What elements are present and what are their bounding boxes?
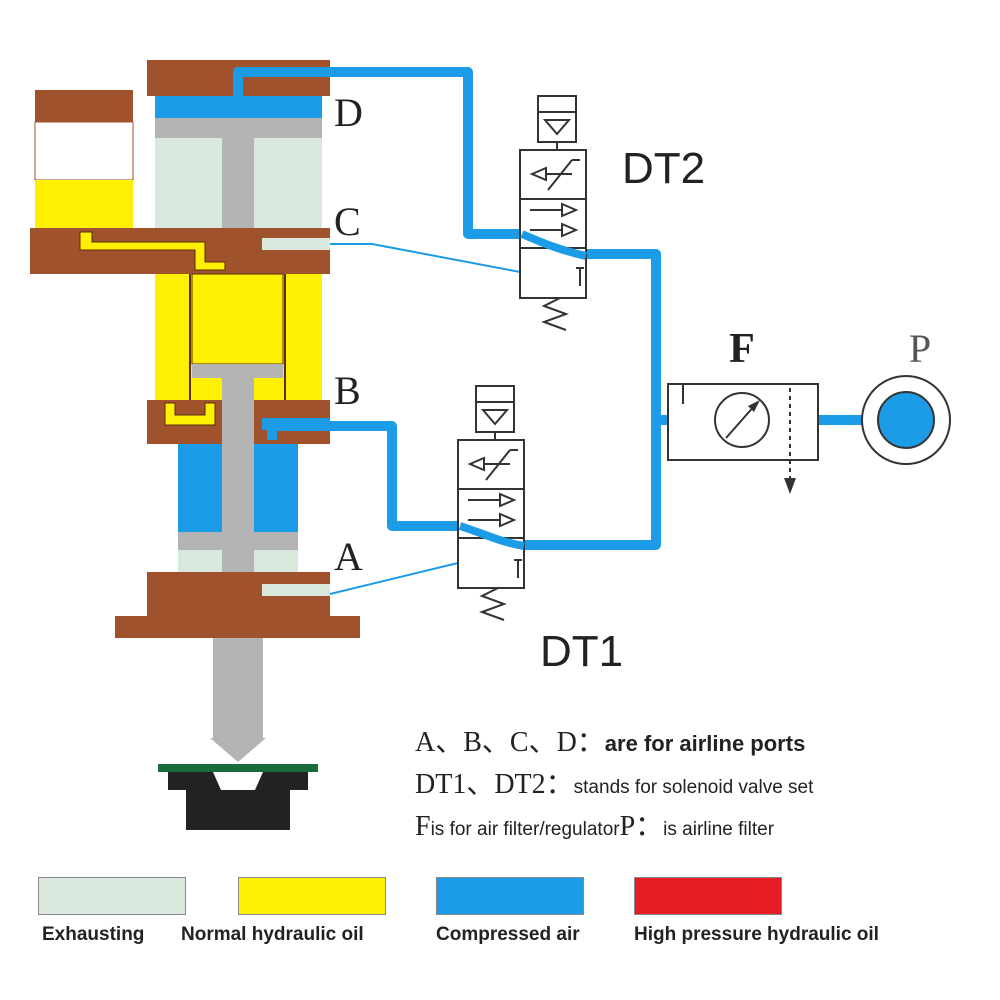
filter-regulator	[667, 383, 819, 494]
valve-label-dt2: DT2	[622, 144, 705, 193]
middle-plate	[30, 228, 330, 274]
legend-label-normal-oil: Normal hydraulic oil	[181, 924, 364, 945]
note-filters: Fis for air filter/regulatorP：is airline…	[415, 806, 995, 848]
note-f-text: is for air filter/regulator	[430, 819, 620, 840]
dt2-spring	[541, 297, 569, 331]
workpiece-plate	[158, 764, 318, 772]
die	[168, 772, 308, 830]
cylinder-assembly	[30, 60, 360, 830]
note-p-letter: P：	[619, 811, 664, 842]
upper-piston	[155, 118, 322, 138]
solenoid-valve-dt2	[519, 95, 587, 331]
port-label-b: B	[334, 368, 361, 413]
air-supply-main	[506, 249, 661, 550]
base-plate	[115, 616, 360, 638]
legend-label-exhausting: Exhausting	[42, 924, 145, 945]
dt1-valve-body	[457, 439, 525, 589]
hydraulic-booster-diagram: D C B A	[30, 60, 951, 830]
legend-label-high-pressure-oil: High pressure hydraulic oil	[634, 924, 879, 945]
lower-piston-head	[192, 364, 283, 378]
port-a-channel	[262, 584, 330, 596]
valve-label-dt1: DT1	[540, 627, 623, 676]
port-label-d: D	[334, 90, 363, 135]
air-line-d	[233, 67, 520, 239]
dt1-spring	[479, 587, 507, 621]
note-ports-text: are for airline ports	[604, 731, 806, 756]
legend-swatch-high-pressure-oil	[634, 877, 782, 915]
legend-swatch-normal-oil	[238, 877, 386, 915]
air-line-b	[267, 421, 462, 531]
air-chamber-d	[155, 96, 322, 118]
note-p-text: is airline filter	[663, 819, 775, 840]
note-ports-letters: A、B、C、D：	[415, 727, 605, 758]
note-valves-names: DT1、DT2：	[415, 769, 574, 800]
port-label-c: C	[334, 199, 361, 244]
note-ports: A、B、C、D：are for airline ports	[415, 722, 995, 764]
exhaust-line-a	[329, 561, 463, 595]
air-supply-core	[877, 391, 935, 449]
solenoid-valve-dt1	[457, 385, 525, 621]
dt2-valve-body	[519, 149, 587, 299]
dt1-active-flow	[458, 522, 525, 550]
legend-label-compressed-air: Compressed air	[436, 924, 580, 945]
dt2-active-flow	[520, 230, 587, 260]
port-label-a: A	[334, 534, 363, 579]
ram	[213, 638, 263, 738]
port-c-channel	[262, 238, 330, 250]
die-cavity	[213, 772, 263, 790]
oil-channel-upper	[79, 231, 226, 271]
notes: A、B、C、D：are for airline ports DT1、DT2：st…	[415, 722, 995, 848]
exhaust-line-c	[330, 243, 521, 273]
air-lines	[233, 67, 862, 595]
air-supply-label: P	[909, 326, 931, 371]
reservoir-top-cap	[35, 90, 133, 122]
air-supply	[861, 375, 951, 465]
reservoir-oil	[35, 180, 133, 230]
legend: Exhausting Normal hydraulic oil Compress…	[0, 872, 1000, 952]
ram-tip	[210, 738, 266, 762]
regulator-label: F	[729, 326, 755, 372]
oil-channel-lower	[164, 402, 216, 426]
note-f-letter: F	[415, 811, 431, 842]
legend-swatch-exhausting	[38, 877, 186, 915]
oil-chamber-inner	[191, 273, 284, 365]
legend-swatch-compressed-air	[436, 877, 584, 915]
note-valves: DT1、DT2：stands for solenoid valve set	[415, 764, 995, 806]
drain-arrow-icon	[784, 478, 796, 494]
reservoir-empty	[34, 121, 134, 181]
note-valves-text: stands for solenoid valve set	[573, 777, 814, 798]
